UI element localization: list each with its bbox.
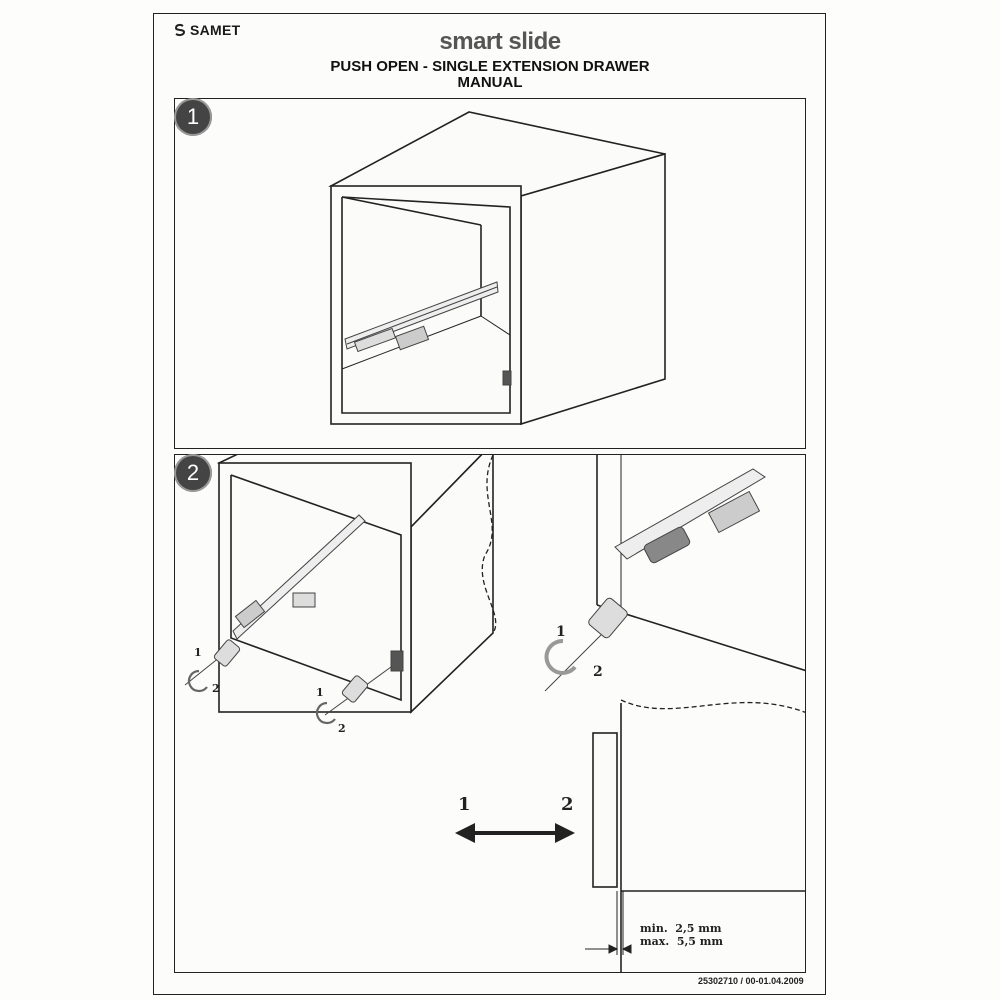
brand-logo: SAMET <box>173 22 241 38</box>
direction-label-1: 1 <box>458 794 471 815</box>
product-name: smart slide <box>439 28 561 55</box>
rotate-arrows <box>187 638 577 725</box>
samet-logo-icon <box>174 23 186 37</box>
rotation-detail-label-1: 1 <box>556 624 566 640</box>
rotation-detail-label-2: 2 <box>593 664 603 680</box>
step-2-panel <box>174 454 806 973</box>
step-1-panel <box>174 98 806 449</box>
manual-title: PUSH OPEN - SINGLE EXTENSION DRAWER <box>330 58 650 75</box>
brand-name: SAMET <box>190 22 241 38</box>
gap-max-label: max. 5,5 mm <box>640 935 724 948</box>
manual-subtitle: MANUAL <box>457 74 523 91</box>
document-code: 25302710 / 00-01.04.2009 <box>698 976 804 986</box>
rotation-middle-label-1: 1 <box>316 686 324 699</box>
direction-label-2: 2 <box>561 794 574 815</box>
step-1-badge: 1 <box>174 98 212 136</box>
rotation-left-label-1: 1 <box>194 646 202 659</box>
step-2-badge: 2 <box>174 454 212 492</box>
direction-arrow <box>455 823 575 843</box>
adjustment-illustration <box>184 455 805 972</box>
rotation-middle-label-2: 2 <box>338 722 346 735</box>
gap-min-label: min. 2,5 mm <box>640 922 722 935</box>
rotation-left-label-2: 2 <box>212 682 220 695</box>
cabinet-with-slide-illustration <box>328 111 666 426</box>
